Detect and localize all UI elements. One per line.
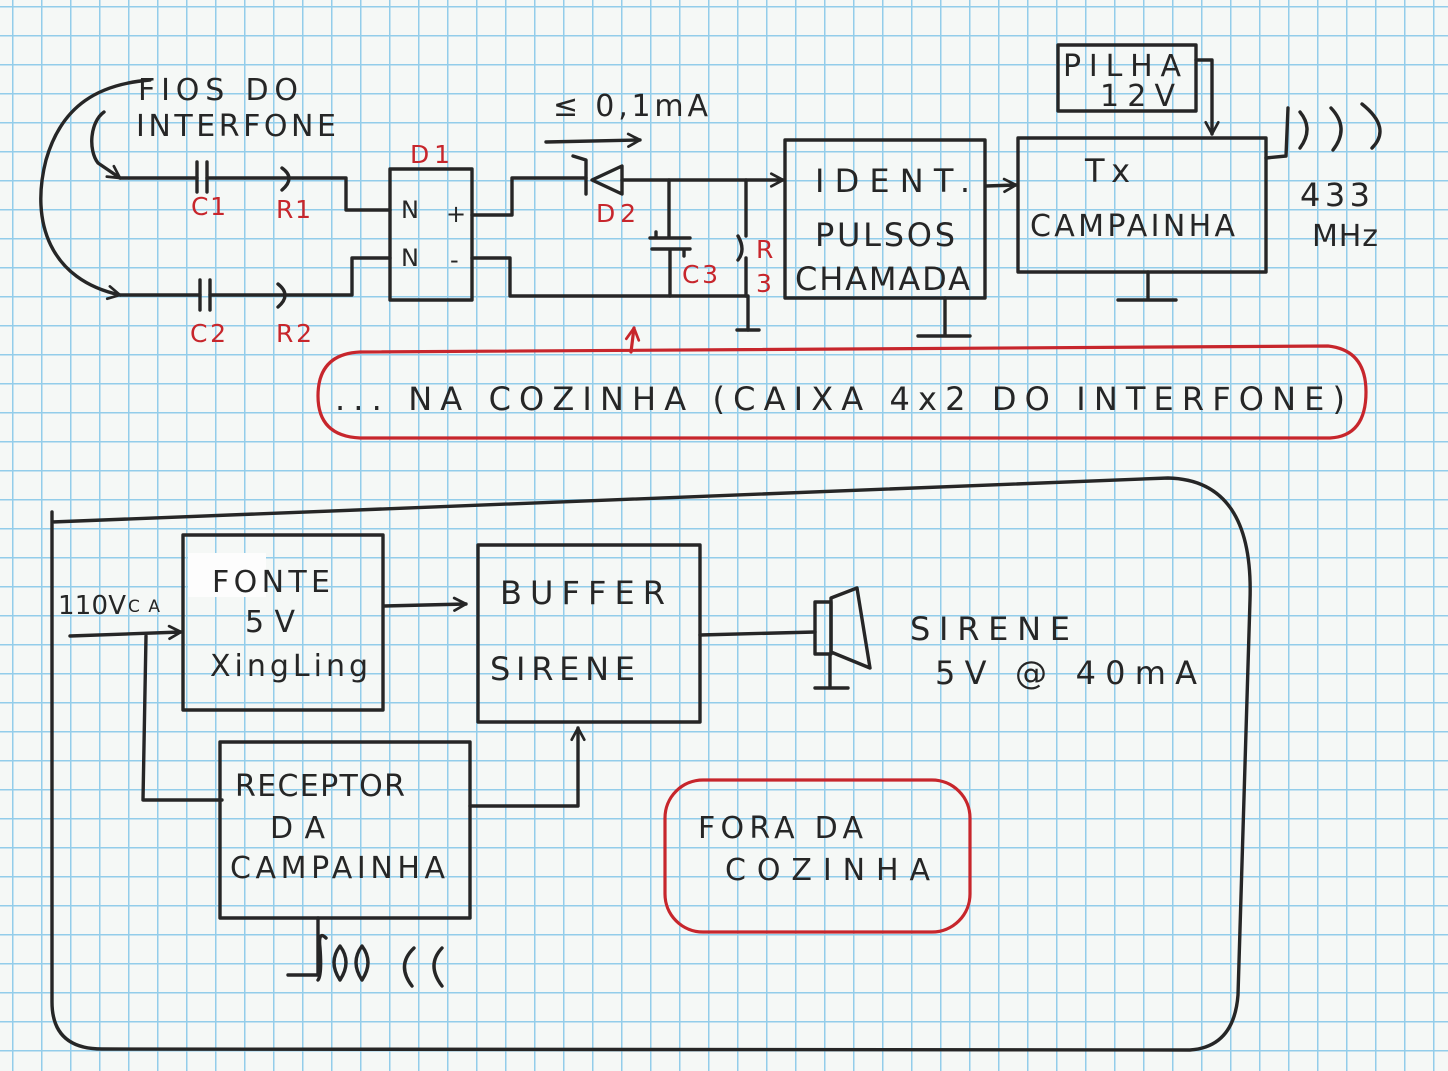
mains-branch-wire — [141, 634, 224, 802]
d1-terminal-plus: + — [446, 200, 466, 228]
wires-pointer-short — [90, 110, 122, 180]
buffer-line2: SIRENE — [490, 650, 635, 688]
bridge-d1-box — [388, 167, 474, 302]
ident-line1: IDENT. — [815, 162, 970, 200]
receiver-box — [218, 740, 472, 920]
outside-note-box — [663, 778, 972, 934]
tx-doorbell-box — [1016, 136, 1268, 274]
location-note-text: ... NA COZINHA (CAIXA 4x2 DO INTERFONE) — [335, 380, 1345, 418]
current-arrow — [544, 132, 642, 148]
power-supply-line2: 5V — [245, 605, 295, 640]
frequency-unit: MHz — [1312, 219, 1378, 254]
ident-line3: CHAMADA — [795, 260, 970, 298]
receiver-line3: CAMPAINHA — [230, 851, 445, 886]
power-supply-line3: XingLing — [210, 649, 368, 684]
receiver-coil-antenna-icon — [286, 916, 444, 988]
capacitor-c2-symbol — [198, 278, 212, 312]
battery-to-tx-wire — [1194, 58, 1220, 136]
enclosure-outline — [50, 476, 1252, 1052]
d1-terminal-minus: - — [450, 246, 459, 274]
ident-pulses-box — [783, 138, 987, 300]
radio-waves-icon — [1298, 102, 1382, 152]
negative-rail — [470, 256, 750, 332]
c1-label: C1 — [191, 192, 226, 221]
receiver-to-buffer-arrow — [468, 726, 586, 808]
resistor-r3-symbol — [736, 178, 748, 298]
siren-driver-symbol — [813, 600, 833, 656]
wires-label-line1: FIOS DO — [138, 73, 298, 108]
buffer-to-siren-wire — [698, 630, 817, 637]
ident-to-tx-arrow — [984, 177, 1018, 194]
positive-rail — [470, 178, 783, 217]
antenna-icon — [1264, 106, 1290, 160]
outside-note-line1: FORA DA — [698, 811, 863, 846]
top-wire — [118, 176, 392, 212]
d1-terminal-n-top: N — [401, 196, 419, 224]
siren-label-line2: 5V @ 40mA — [935, 654, 1197, 692]
mains-subscript: CA — [128, 597, 160, 617]
outside-note-line2: COZINHA — [725, 853, 930, 888]
resistor-r2-symbol — [276, 282, 287, 309]
ground-symbol-ident — [916, 296, 972, 338]
ground-symbol-siren — [813, 652, 850, 690]
tx-line2: CAMPAINHA — [1030, 209, 1235, 244]
c3-label: C3 — [682, 260, 718, 289]
siren-horn-icon — [829, 586, 872, 670]
resistor-r1-symbol — [280, 166, 291, 192]
location-note-oval — [316, 344, 1368, 440]
buffer-line1: BUFFER — [500, 574, 665, 612]
zener-d2-symbol — [571, 154, 624, 196]
receiver-line2: DA — [270, 811, 325, 846]
mains-arrow — [68, 624, 183, 641]
d1-terminal-n-bottom: N — [401, 244, 419, 272]
wires-pointer-long — [39, 78, 152, 301]
battery-line2: 12V — [1100, 79, 1175, 114]
siren-label-line1: SIRENE — [910, 610, 1070, 648]
r1-label: R1 — [276, 195, 311, 224]
receiver-line1: RECEPTOR — [235, 769, 405, 804]
tx-line1: Tx — [1084, 152, 1130, 190]
current-label: ≤ 0,1mA — [553, 89, 708, 124]
capacitor-c1-symbol — [195, 160, 209, 194]
bottom-wire — [118, 256, 392, 297]
ident-line2: PULSOS — [815, 216, 955, 254]
location-note-pointer — [624, 326, 641, 354]
wires-label-line2: INTERFONE — [136, 109, 336, 144]
battery-box — [1056, 43, 1198, 113]
frequency-value: 433 — [1300, 176, 1370, 214]
c2-label: C2 — [190, 319, 226, 348]
d1-label: D1 — [410, 140, 450, 169]
power-supply-box — [181, 533, 385, 712]
paper-patch — [188, 553, 266, 597]
mains-value: 110V — [58, 591, 126, 621]
buffer-box — [476, 543, 702, 724]
r2-label: R2 — [276, 319, 312, 348]
capacitor-c3-symbol — [648, 178, 692, 298]
supply-to-buffer-arrow — [382, 596, 468, 612]
ground-symbol-tx — [1116, 270, 1178, 302]
d2-label: D2 — [596, 199, 636, 228]
